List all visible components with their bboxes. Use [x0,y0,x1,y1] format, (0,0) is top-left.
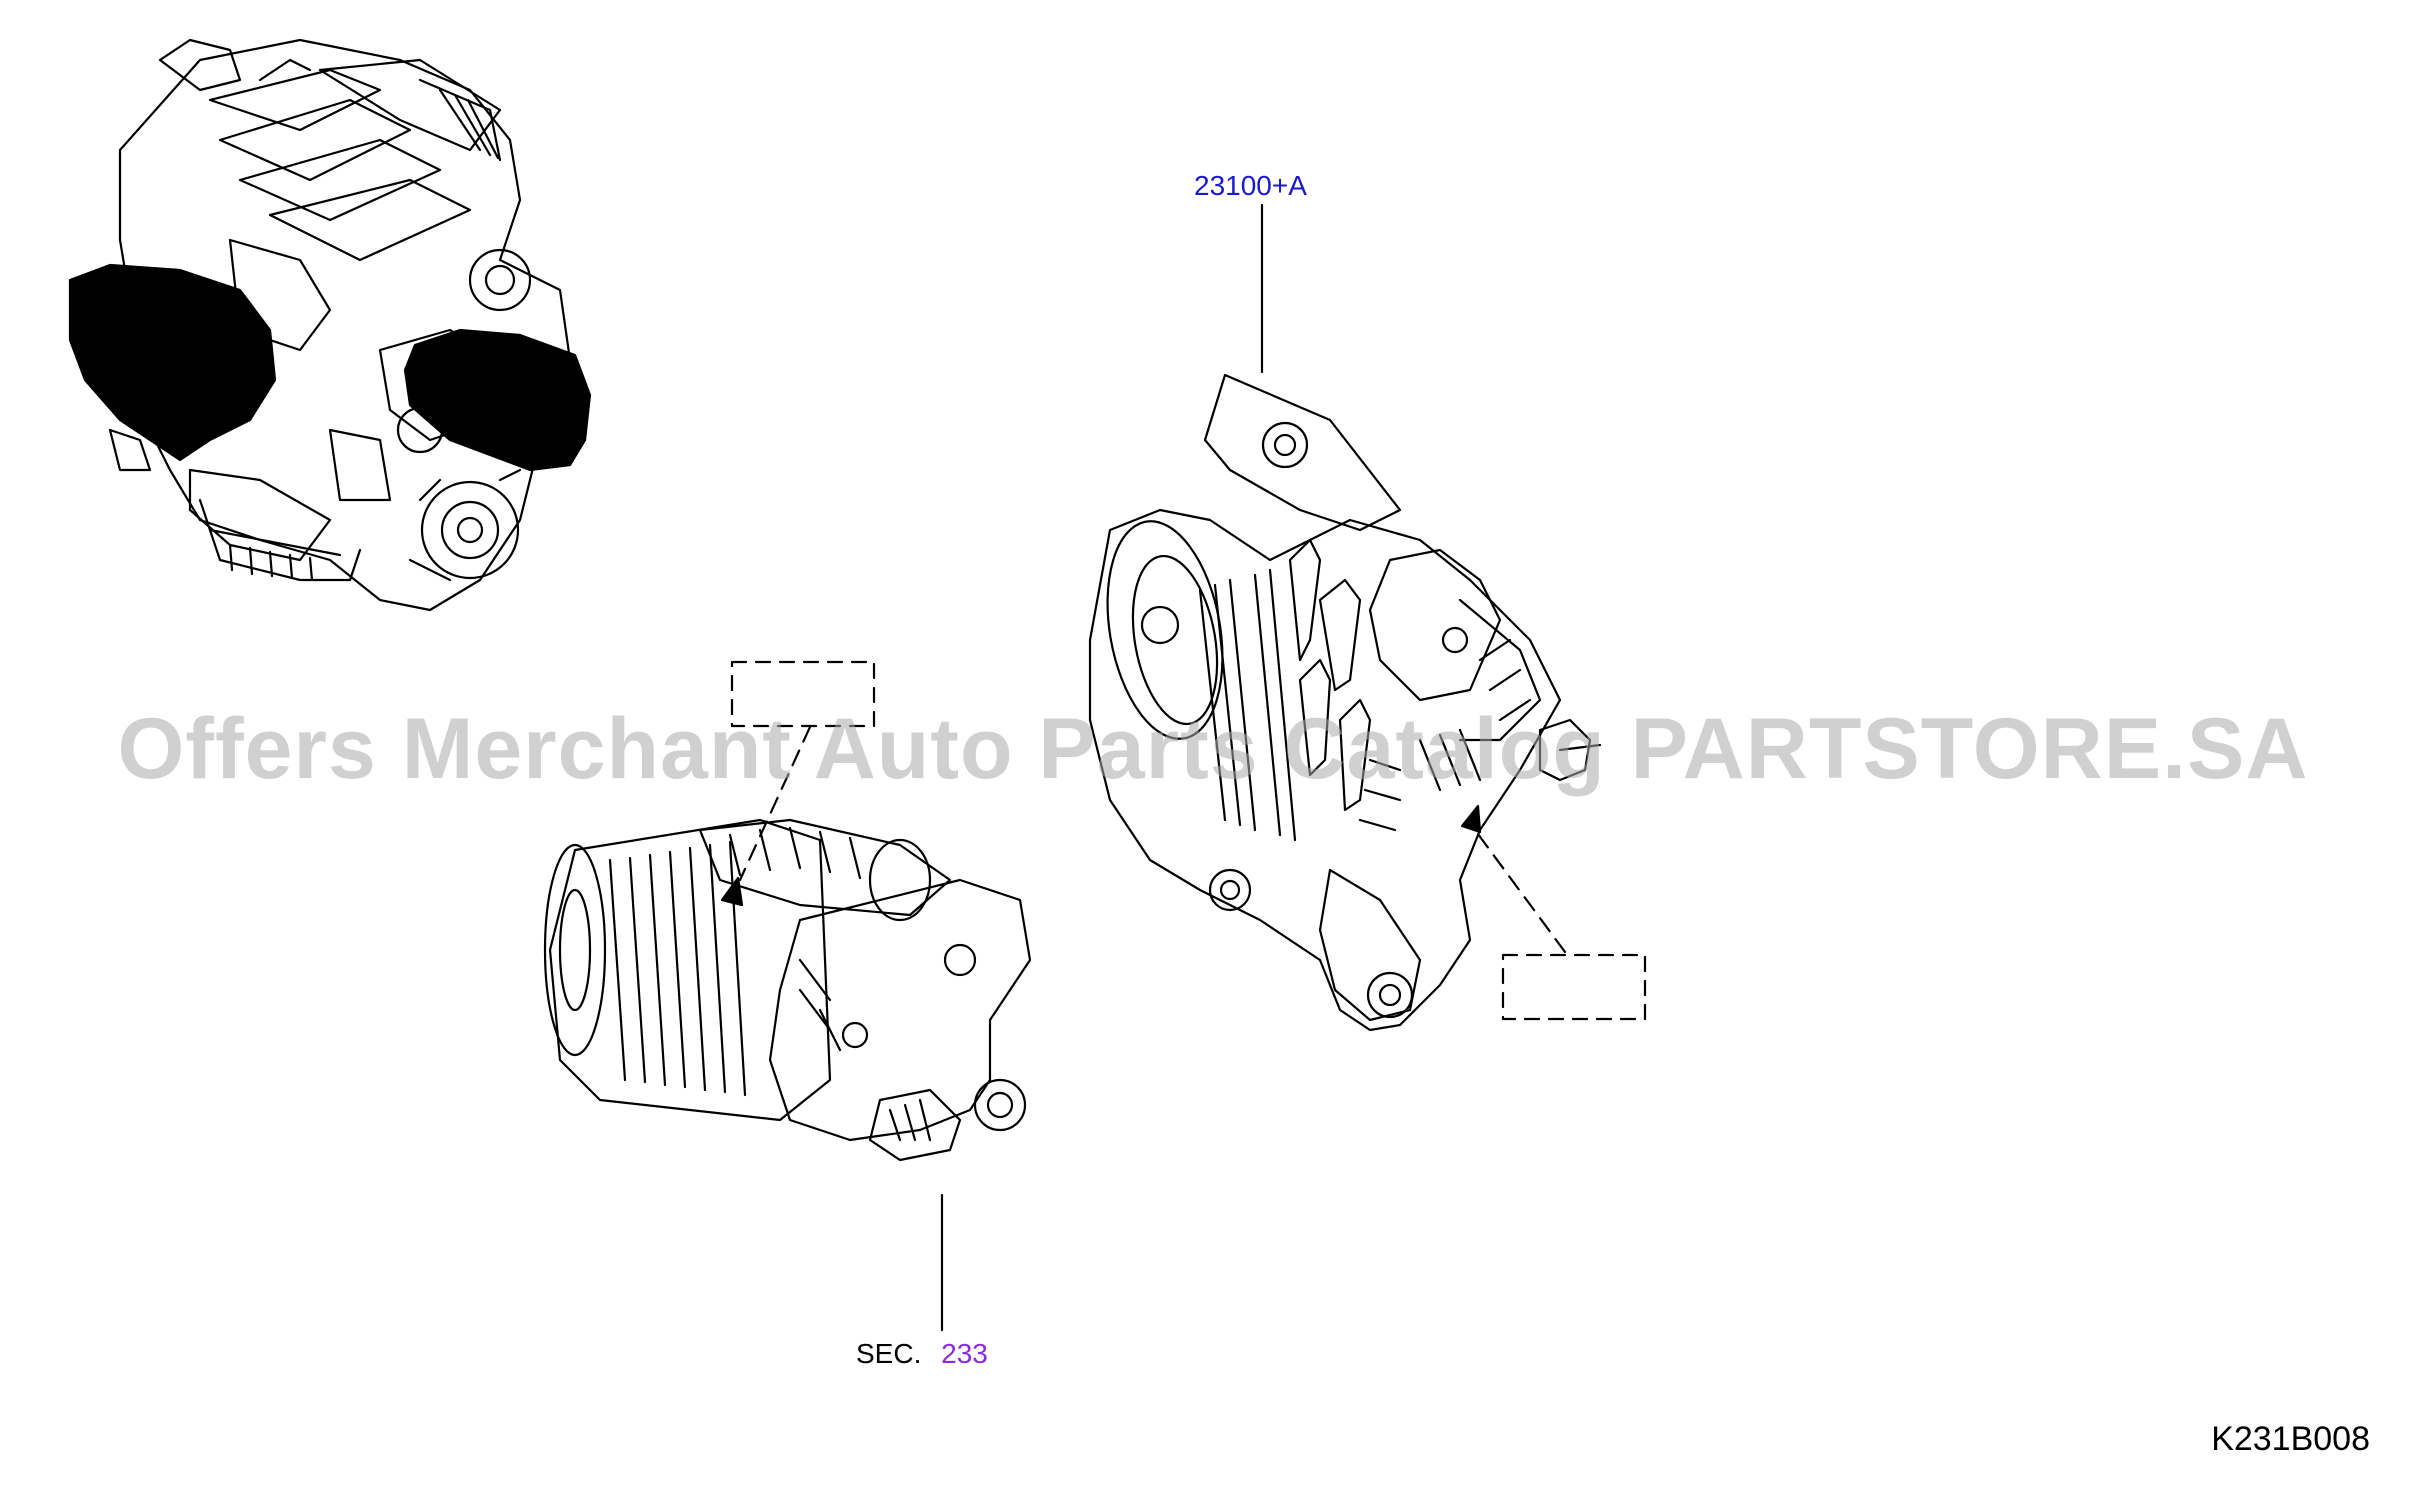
alternator-illustration [1088,373,1602,1032]
figure-code: K231B008 [2211,1420,2370,1458]
alternator-dashed-leader [1473,828,1567,954]
alternator-part-number-link[interactable]: 23100+A [1194,170,1307,201]
section-number-link[interactable]: 233 [941,1338,988,1369]
engine-highlight-blocks [68,263,592,472]
starter-empty-callout-box [730,660,876,728]
starter-section-reference: SEC. 233 [856,1338,988,1370]
section-prefix-label: SEC. [856,1338,922,1369]
starter-illustration [543,818,1032,1162]
alternator-empty-callout-box [1501,953,1647,1021]
watermark-text: Offers Merchant Auto Parts Catalog PARTS… [117,701,2309,797]
starter-dashed-leader [738,725,812,882]
